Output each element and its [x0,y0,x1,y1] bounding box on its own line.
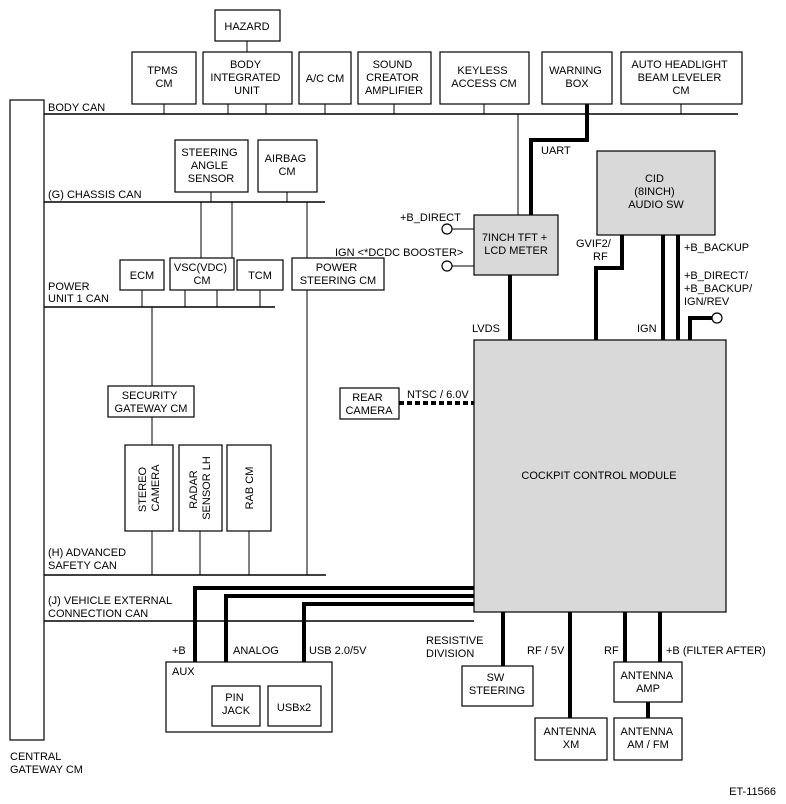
keyless-access-box [439,51,530,105]
security-gateway-label: SECURITY GATEWAY CM [115,390,188,415]
pin-jack-label: PIN JACK [222,692,251,717]
cockpit-control-module-box [473,339,727,613]
resistive-division-label: RESISTIVE DIVISION [426,635,487,660]
aux-analog-label: ANALOG [233,645,279,657]
ac-cm-box [298,51,352,105]
rab-cm-label: RAB CM [244,467,256,510]
uart-wire [529,104,589,215]
usb-label: USBx2 [277,702,311,714]
power-unit-drops [141,290,261,386]
hazard-label: HAZARD [224,21,269,33]
antenna-amfm-label: ANTENNA AM / FM [620,726,675,751]
b-backup-label: +B_BACKUP [684,242,749,254]
antenna-amp-rf-label: RF [604,645,619,657]
cid-ign-label: IGN [637,323,657,335]
airbag-cm-label: AIRBAG CM [265,153,310,178]
central-gateway-label: CENTRAL GATEWAY CM [10,751,83,776]
body-can-label: BODY CAN [48,102,105,114]
adas-can-label: (H) ADVANCED SAFETY CAN [48,547,129,572]
ac-cm-label: A/C CM [306,73,345,85]
warning-box-label: WARNING BOX [549,65,605,90]
headlight-leveler-box [620,51,743,105]
meter-b-direct-label: +B_DIRECT [400,212,461,224]
ntsc-label: NTSC / 6.0V [407,389,469,401]
gvif-wire [594,235,624,340]
security-gateway-box [107,385,195,418]
tcm-box [236,259,284,291]
vsc-cm-label: VSC(VDC) CM [174,262,230,287]
airbag-cm-box [257,139,318,193]
usb-box [267,685,322,727]
aux-analog-wire [224,594,474,686]
hazard-box [214,9,281,42]
pin-jack-box [211,685,261,727]
cid-box [596,150,716,236]
sw-steering-label: SW STEERING [469,672,525,697]
tpms-box [131,51,197,105]
antenna-amp-b-label: +B (FILTER AFTER) [666,645,766,657]
warning-box-box [541,51,613,105]
lvds-label: LVDS [472,323,500,335]
gvif-label: GVIF2/ RF [576,238,614,263]
tpms-label: TPMS CM [147,65,181,90]
figure-id: ET-11566 [729,786,776,798]
cid-power-labels: +B_DIRECT/ +B_BACKUP/ IGN/REV [684,270,755,308]
antenna-xm-rf-label: RF / 5V [527,645,565,657]
sound-creator-box [357,51,432,105]
sound-creator-label: SOUND CREATOR AMPLIFIER [365,59,423,97]
power-unit-can-label: POWER UNIT 1 CAN [48,281,109,305]
aux-usb-wire [302,602,474,686]
radar-sensor-label: RADAR SENSOR LH [188,456,213,520]
meter-ign-label: IGN <*DCDC BOOSTER> [335,247,463,259]
adas-drops [151,531,250,575]
power-steering-cm-label: POWER STEERING CM [300,262,376,287]
antenna-xm-label: ANTENNA XM [543,726,598,751]
antenna-amp-box [613,661,683,703]
cockpit-control-module-label: COCKPIT CONTROL MODULE [521,470,676,482]
meter-box [473,214,559,276]
stereo-camera-label: STEREO CAMERA [137,464,162,512]
steering-angle-sensor-label: STEERING ANGLE SENSOR [181,147,240,185]
aux-b-label: +B [172,645,186,657]
cid-power-wire [688,316,712,340]
chassis-can-label: (G) CHASSIS CAN [48,189,142,201]
b-direct-terminal [441,223,453,235]
vsc-cm-box [169,257,235,291]
aux-b-wire [193,586,474,662]
sw-steering-box [461,665,534,707]
cid-label: CID (8INCH) AUDIO SW [628,173,684,211]
tcm-label: TCM [248,270,272,282]
rear-camera-label: REAR CAMERA [345,392,393,417]
headlight-leveler-label: AUTO HEADLIGHT BEAM LEVELER CM [631,59,730,97]
ecm-label: ECM [130,270,154,282]
radar-sensor-box [178,444,223,532]
antenna-amfm-box [613,717,683,761]
antenna-xm-box [534,717,608,761]
vehicle-external-can-label: (J) VEHICLE EXTERNAL CONNECTION CAN [48,595,175,620]
power-steering-cm-box [291,257,385,291]
body-integrated-unit-label: BODY INTEGRATED UNIT [210,59,283,97]
body-integrated-unit-box [202,51,293,105]
uart-label: UART [541,145,571,157]
aux-usb-label: USB 2.0/5V [309,645,367,657]
aux-label: AUX [172,666,195,678]
stereo-camera-box [124,444,174,532]
steering-angle-sensor-box [174,139,249,193]
central-gateway-box [9,99,45,741]
meter-label: 7INCH TFT + LCD METER [482,232,550,257]
cid-power-terminal [711,312,723,324]
antenna-amp-label: ANTENNA AMP [620,670,675,695]
ign-terminal [441,260,453,272]
body-can-drops [163,104,682,114]
keyless-access-label: KEYLESS ACCESS CM [451,65,516,90]
